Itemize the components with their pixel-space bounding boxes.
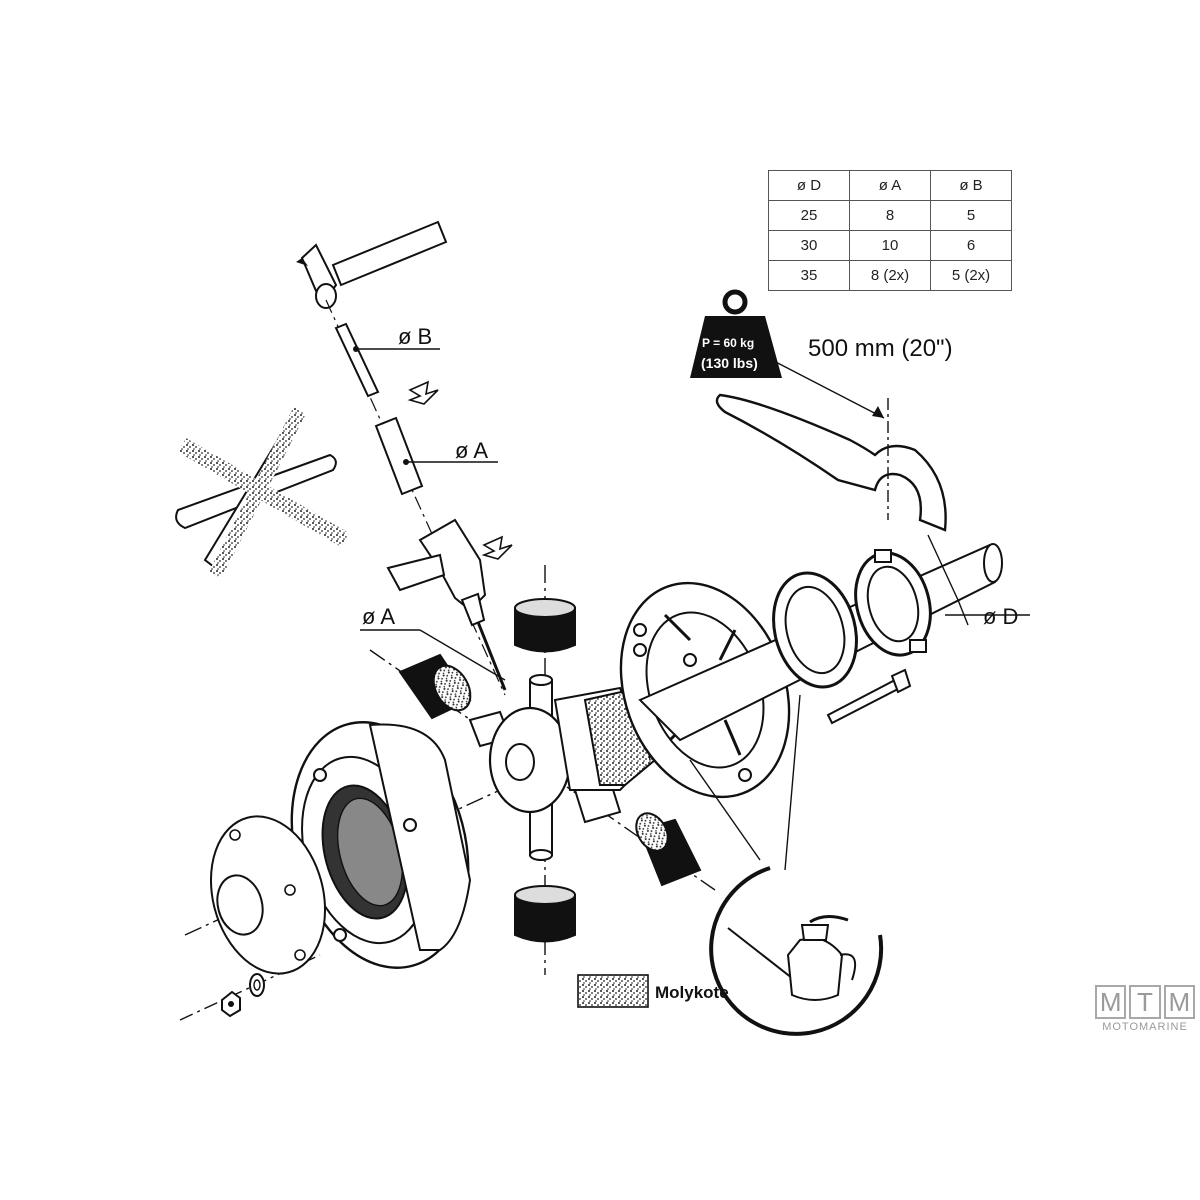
bolt: [826, 668, 912, 725]
coupling-housing: [290, 721, 472, 969]
logo-subtitle: MOTOMARINE: [1102, 1021, 1188, 1033]
label-lever-length: 500 mm (20"): [808, 335, 953, 362]
table-cell: 35: [768, 260, 850, 291]
table-header-cell: ø D: [768, 170, 850, 201]
flange-plate: [209, 815, 327, 975]
bearing-cup-right: [635, 812, 702, 887]
table-header-row: ø D ø A ø B: [768, 170, 1012, 201]
ring-large: [772, 571, 858, 689]
weight-line1: P = 60 kg: [702, 336, 754, 350]
dimension-table: ø D ø A ø B 25 8 5 30 10 6 35 8 (2x) 5 (…: [768, 170, 1012, 291]
logo-letter: M: [1163, 985, 1195, 1019]
bearing-cup-bottom: [514, 885, 576, 943]
logo-letter: M: [1095, 985, 1127, 1019]
drill-icon: [386, 518, 507, 691]
table-cell: 6: [930, 230, 1012, 261]
table-header-cell: ø A: [849, 170, 931, 201]
table-cell: 10: [849, 230, 931, 261]
molykote-swatch: [577, 974, 649, 1008]
table-cell: 25: [768, 200, 850, 231]
tool-axis: [325, 299, 506, 696]
label-dia-d: ø D: [983, 604, 1018, 629]
brand-logo: M T M MOTOMARINE: [1095, 985, 1195, 1033]
table-row: 35 8 (2x) 5 (2x): [768, 260, 1012, 291]
ring-split: [854, 549, 932, 657]
table-row: 30 10 6: [768, 230, 1012, 261]
cross-spider: [468, 674, 622, 861]
arrow-icon: [407, 380, 439, 405]
logo-letter: T: [1129, 985, 1161, 1019]
label-dia-a-pin: ø A: [455, 438, 488, 463]
table-cell: 5: [930, 200, 1012, 231]
bearing-cup-left: [398, 653, 472, 720]
pin-b: [334, 322, 380, 398]
weight-line2: (130 lbs): [701, 355, 758, 371]
label-molykote: Molykote: [655, 983, 729, 1002]
table-cell: 30: [768, 230, 850, 261]
crossed-out-part: [175, 406, 350, 579]
table-cell: 8: [849, 200, 931, 231]
nut: [221, 990, 241, 1018]
table-cell: 8 (2x): [849, 260, 931, 291]
weight-icon: P = 60 kg (130 lbs): [690, 289, 782, 378]
table-cell: 5 (2x): [930, 260, 1012, 291]
bearing-cup-top: [514, 598, 576, 653]
washer: [249, 973, 265, 997]
label-dia-b: ø B: [398, 324, 432, 349]
pin-a: [374, 416, 424, 496]
hook-spanner: [715, 393, 947, 532]
hammer-icon: [296, 220, 448, 309]
oil-can-detail: [709, 866, 884, 1036]
table-header-cell: ø B: [930, 170, 1012, 201]
label-dia-a-drill: ø A: [362, 604, 395, 629]
arrow-icon: [481, 535, 513, 560]
table-row: 25 8 5: [768, 200, 1012, 231]
